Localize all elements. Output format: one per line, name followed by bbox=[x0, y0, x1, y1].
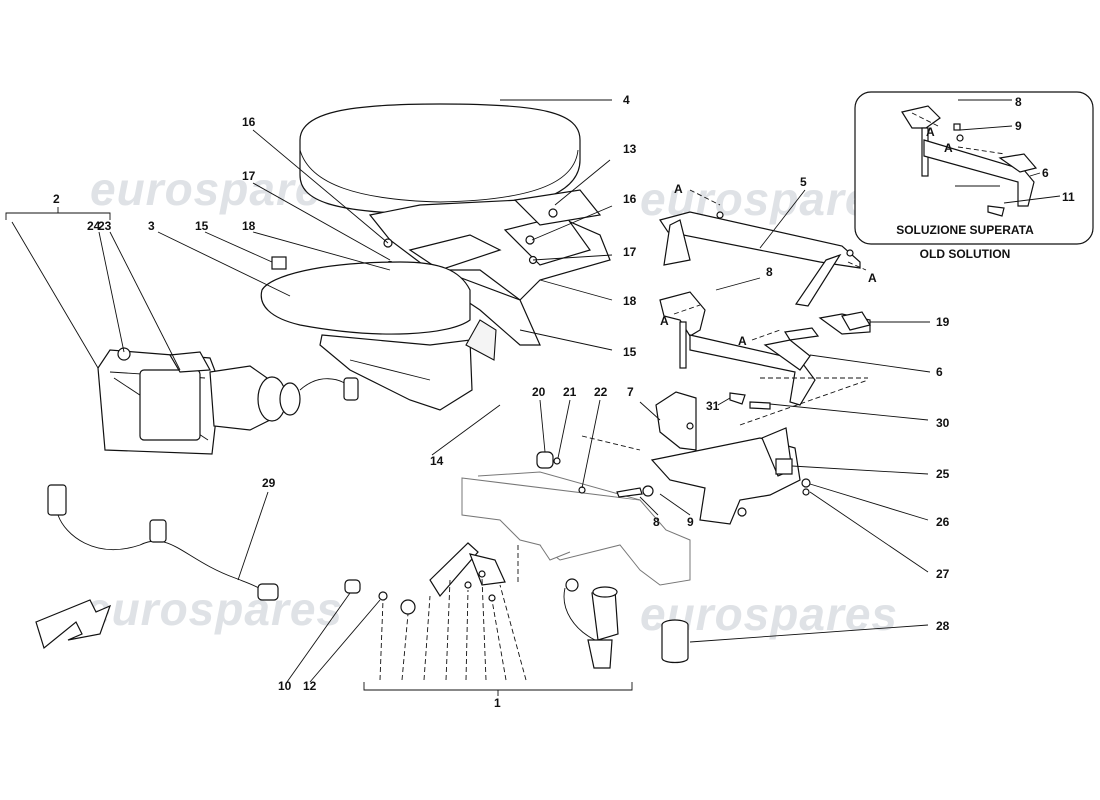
callout-20: 20 bbox=[532, 385, 546, 399]
marker-a: A bbox=[660, 314, 669, 328]
callout-24: 24 bbox=[87, 219, 101, 233]
callout-labels: 4 13 16 17 18 15 16 17 18 15 3 2 24 23 1… bbox=[53, 93, 1075, 710]
callout-5: 5 bbox=[800, 175, 807, 189]
callout-18: 18 bbox=[242, 219, 256, 233]
callout-15: 15 bbox=[623, 345, 637, 359]
actuator-part bbox=[841, 311, 871, 331]
marker-a: A bbox=[674, 182, 683, 196]
callout-2: 2 bbox=[53, 192, 60, 206]
marker-a: A bbox=[944, 141, 953, 155]
callout-9: 9 bbox=[1015, 119, 1022, 133]
inset-old-solution: SOLUZIONE SUPERATA OLD SOLUTION bbox=[854, 91, 1094, 261]
callout-9: 9 bbox=[687, 515, 694, 529]
callout-31: 31 bbox=[706, 399, 720, 413]
fastener-parts bbox=[616, 392, 811, 498]
callout-27: 27 bbox=[936, 567, 950, 581]
wiring-harness bbox=[47, 484, 279, 601]
section-markers: A A A A A A bbox=[660, 111, 1006, 348]
upper-frame bbox=[659, 211, 861, 307]
callout-17: 17 bbox=[623, 245, 637, 259]
callout-22: 22 bbox=[594, 385, 608, 399]
callout-19: 19 bbox=[936, 315, 950, 329]
callout-16: 16 bbox=[242, 115, 256, 129]
callout-12: 12 bbox=[303, 679, 317, 693]
callout-18: 18 bbox=[623, 294, 637, 308]
callout-25: 25 bbox=[936, 467, 950, 481]
callout-17: 17 bbox=[242, 169, 256, 183]
callout-8: 8 bbox=[653, 515, 660, 529]
callout-14: 14 bbox=[430, 454, 444, 468]
inset-title-line2: OLD SOLUTION bbox=[920, 247, 1011, 261]
cylinder-motor bbox=[563, 578, 689, 669]
leader-lines bbox=[5, 99, 1061, 696]
callout-15: 15 bbox=[195, 219, 209, 233]
marker-a: A bbox=[738, 334, 747, 348]
callout-3: 3 bbox=[148, 219, 155, 233]
callout-6: 6 bbox=[936, 365, 943, 379]
callout-8: 8 bbox=[766, 265, 773, 279]
direction-arrow bbox=[35, 599, 112, 650]
callout-28: 28 bbox=[936, 619, 950, 633]
armrest-cushion bbox=[299, 103, 581, 215]
inset-title-line1: SOLUZIONE SUPERATA bbox=[896, 223, 1034, 237]
callout-16: 16 bbox=[623, 192, 637, 206]
callout-4: 4 bbox=[623, 93, 630, 107]
headlamp-assembly bbox=[97, 347, 359, 455]
callout-30: 30 bbox=[936, 416, 950, 430]
callout-29: 29 bbox=[262, 476, 276, 490]
callout-1: 1 bbox=[494, 696, 501, 710]
callout-6: 6 bbox=[1042, 166, 1049, 180]
base-frame bbox=[461, 471, 691, 586]
marker-a: A bbox=[868, 271, 877, 285]
callout-23: 23 bbox=[98, 219, 112, 233]
marker-a: A bbox=[926, 125, 935, 139]
callout-11: 11 bbox=[1062, 190, 1075, 204]
callout-10: 10 bbox=[278, 679, 292, 693]
watermark-bottom-left: eurospares bbox=[85, 583, 343, 635]
callout-8: 8 bbox=[1015, 95, 1022, 109]
storage-tray bbox=[260, 256, 497, 411]
callout-21: 21 bbox=[563, 385, 577, 399]
callout-13: 13 bbox=[623, 142, 637, 156]
latch-assembly bbox=[344, 542, 506, 615]
callout-7: 7 bbox=[627, 385, 634, 399]
hinge-bracket bbox=[659, 291, 871, 406]
callout-26: 26 bbox=[936, 515, 950, 529]
lower-frame bbox=[650, 391, 801, 525]
